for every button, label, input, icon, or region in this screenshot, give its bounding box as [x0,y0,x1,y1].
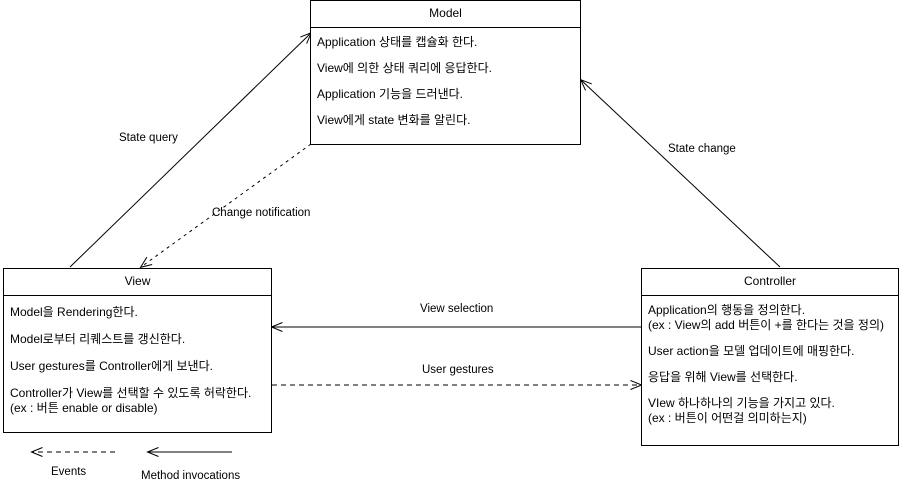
node-view-title: View [4,269,271,296]
node-view-line-4: Controller가 View를 선택할 수 있도록 허락한다. (ex : … [10,386,265,415]
edge-label-state-change: State change [668,143,736,155]
node-model-line-3: Application 기능을 드러낸다. [317,87,463,101]
edge-label-view-selection: View selection [420,303,494,315]
node-controller-title: Controller [642,269,898,296]
node-view-line-4-main: Controller가 View를 선택할 수 있도록 허락한다. [10,386,252,400]
edge-label-change-notification: Change notification [212,207,311,219]
node-view-body: Model을 Rendering한다. Model로부터 리퀘스트를 갱신한다.… [4,296,271,421]
node-controller-line-2: User action을 모델 업데이트에 매핑한다. [648,344,855,358]
node-controller-line-4-main: VIew 하나하나의 기능을 가지고 있다. [648,396,835,410]
node-view-line-1: Model을 Rendering한다. [10,305,138,319]
node-controller-line-4-sub: (ex : 버튼이 어떤걸 의미하는지) [648,411,807,425]
node-controller-body: Application의 행동을 정의한다. (ex : View의 add 버… [642,296,898,431]
edge-label-state-query: State query [119,132,178,144]
node-model-line-4: View에게 state 변화를 알린다. [317,113,471,127]
node-view[interactable]: View Model을 Rendering한다. Model로부터 리퀘스트를 … [3,268,272,433]
edge-state-change [579,78,781,268]
node-controller-line-1: Application의 행동을 정의한다. (ex : View의 add 버… [648,303,892,332]
edge-label-user-gestures: User gestures [422,364,494,376]
node-model[interactable]: Model Application 상태를 캡슐화 한다. View에 의한 상… [310,0,581,145]
edge-change-notification [139,143,312,269]
node-view-line-2: Model로부터 리퀘스트를 갱신한다. [10,332,186,346]
node-controller[interactable]: Controller Application의 행동을 정의한다. (ex : … [641,268,899,446]
node-view-line-3: User gestures를 Controller에게 보낸다. [10,359,213,373]
node-view-line-4-sub: (ex : 버튼 enable or disable) [10,401,158,415]
node-controller-line-1-main: Application의 행동을 정의한다. [648,303,806,317]
node-model-body: Application 상태를 캡슐화 한다. View에 의한 상태 쿼리에 … [311,28,580,133]
node-controller-line-4: VIew 하나하나의 기능을 가지고 있다. (ex : 버튼이 어떤걸 의미하… [648,396,892,425]
node-model-line-1: Application 상태를 캡슐화 한다. [317,35,478,49]
edge-state-query [69,31,313,268]
legend-label-events: Events [51,466,87,478]
legend-label-method-invocations: Method invocations [141,470,241,481]
node-model-line-2: View에 의한 상태 쿼리에 응답한다. [317,61,492,75]
node-controller-line-1-sub: (ex : View의 add 버튼이 +를 한다는 것을 정의) [648,318,884,332]
node-model-title: Model [311,1,580,28]
node-controller-line-3: 응답을 위해 View를 선택한다. [648,370,798,384]
